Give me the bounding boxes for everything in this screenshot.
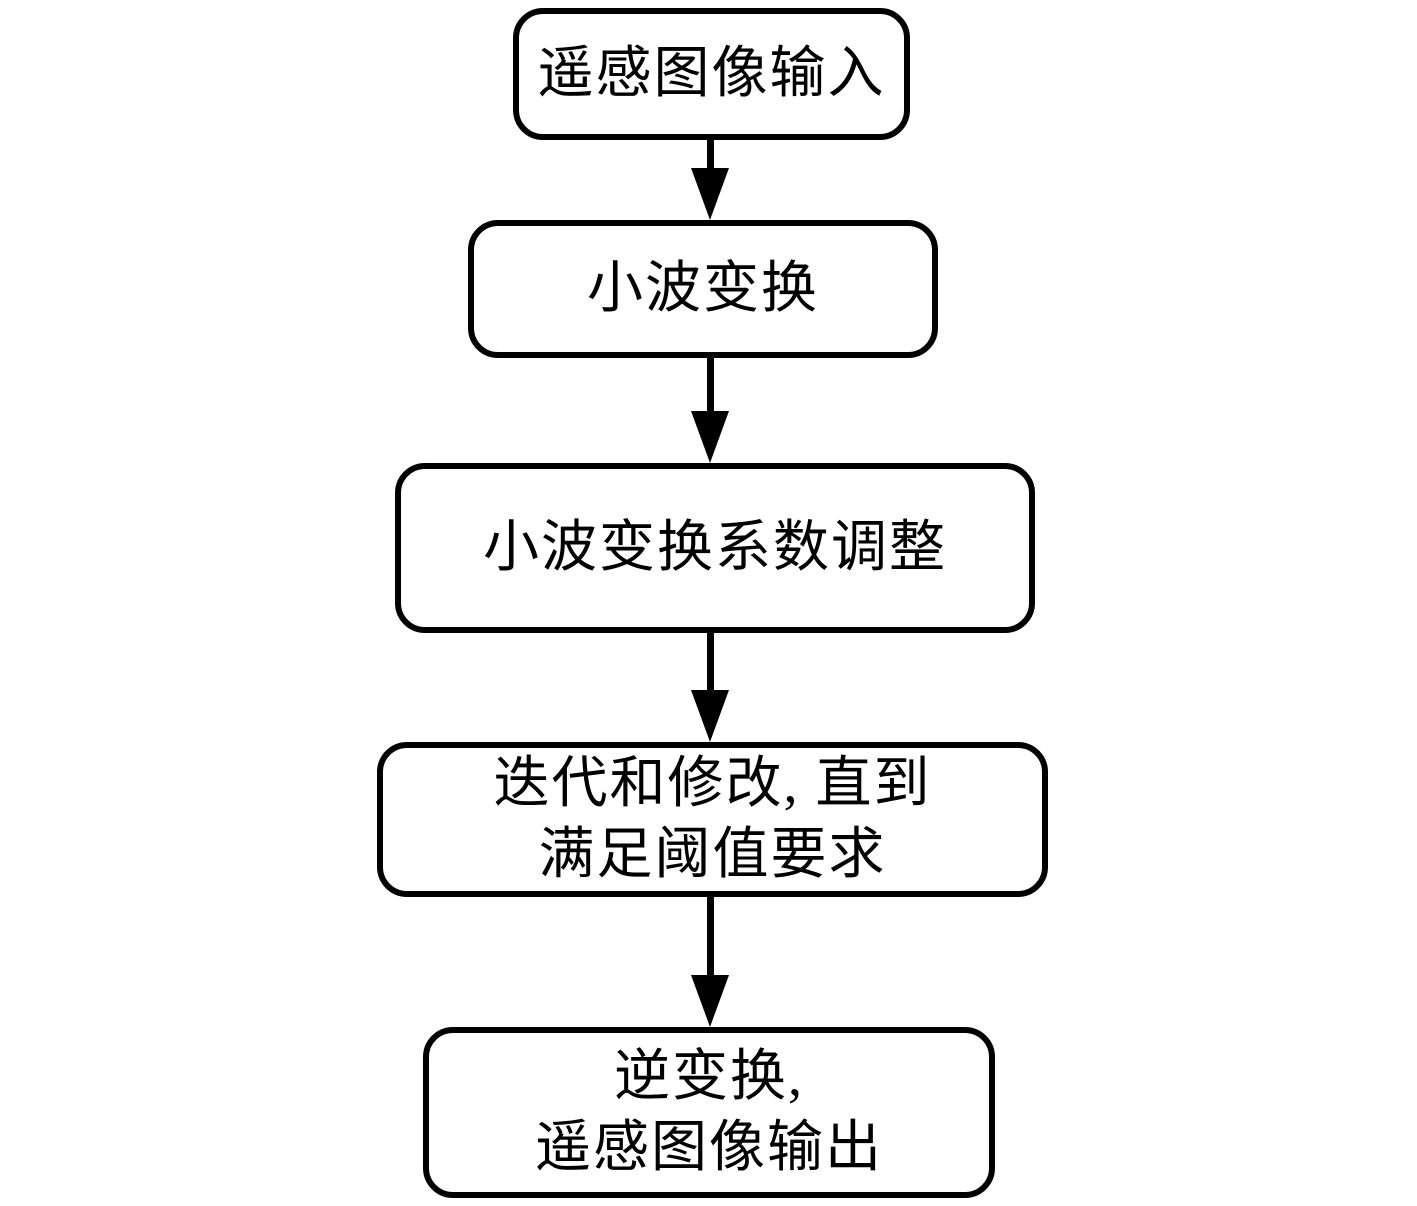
arrow-down-icon [691,411,729,463]
flow-arrow-3 [691,633,729,742]
node-label: 小波变换 [587,257,819,320]
node-iterate-until-threshold: 迭代和修改, 直到 满足阈值要求 [377,742,1048,897]
flow-arrow-4 [691,897,729,1027]
node-remote-image-input: 遥感图像输入 [513,8,910,140]
arrow-shaft [706,358,714,411]
arrow-shaft [706,897,714,975]
arrow-shaft [706,140,714,168]
arrow-down-icon [691,168,729,220]
flow-arrow-2 [691,358,729,463]
flow-arrow-1 [691,140,729,220]
node-label: 小波变换系数调整 [483,516,947,579]
node-label-line-1: 逆变换, [614,1045,804,1108]
node-label: 遥感图像输入 [537,42,886,105]
node-label-line-2: 满足阈值要求 [538,823,887,886]
arrow-down-icon [691,975,729,1027]
arrow-shaft [706,633,714,690]
arrow-down-icon [691,690,729,742]
node-wavelet-transform: 小波变换 [468,220,938,358]
node-inverse-transform-output: 逆变换, 遥感图像输出 [423,1027,995,1198]
node-label-line-1: 迭代和修改, 直到 [493,752,932,815]
node-label-line-2: 遥感图像输出 [535,1116,883,1179]
node-coefficient-adjustment: 小波变换系数调整 [395,463,1035,633]
